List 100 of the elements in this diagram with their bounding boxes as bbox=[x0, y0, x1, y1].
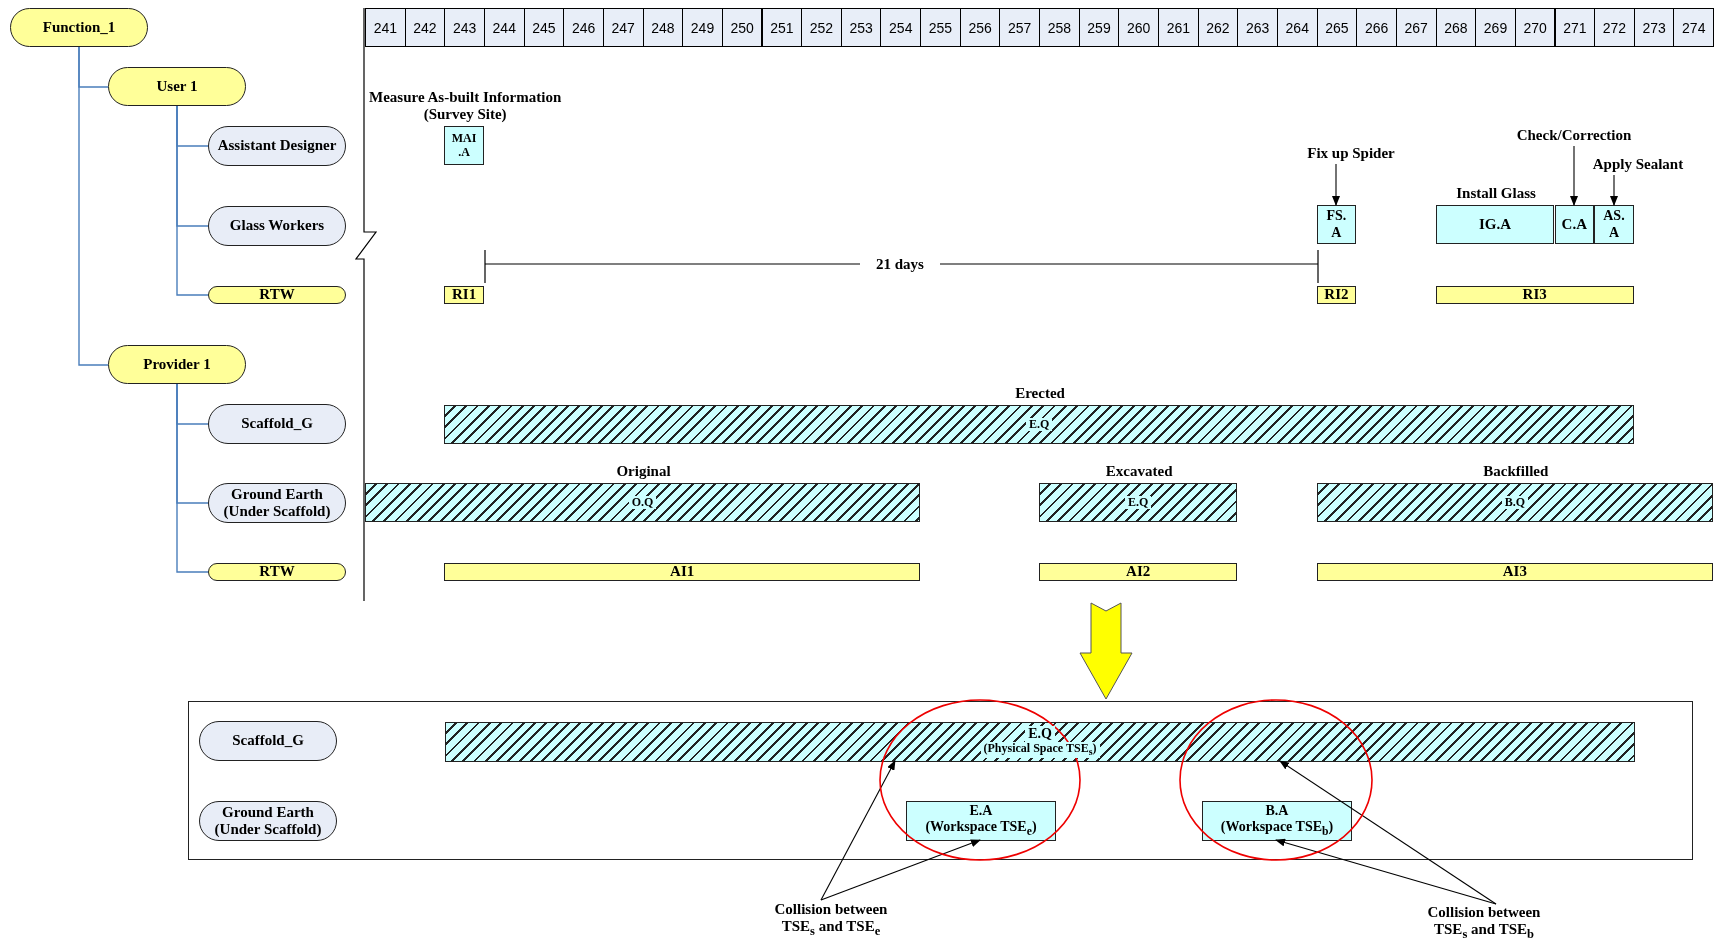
activity-heading: Install Glass bbox=[1455, 184, 1537, 202]
day-cell: 268 bbox=[1435, 8, 1477, 47]
milestone-bar bbox=[1316, 286, 1357, 304]
role-label: User 1 bbox=[156, 77, 198, 96]
activity-box bbox=[1316, 205, 1357, 244]
day-cell: 274 bbox=[1673, 8, 1715, 47]
role-label: Scaffold_G bbox=[241, 415, 313, 433]
activity-heading: Measure As-built Information (Survey Site) bbox=[368, 88, 563, 123]
milestone-bar bbox=[444, 286, 484, 304]
activity-heading: Original bbox=[615, 462, 672, 480]
day-cell: 270 bbox=[1514, 8, 1556, 47]
bar-label: (Workspace TSE$_{e}$) bbox=[925, 819, 1037, 839]
day-cell: 272 bbox=[1594, 8, 1635, 47]
activity-box bbox=[1554, 205, 1595, 244]
day-cell: 263 bbox=[1237, 8, 1278, 47]
milestone-bar bbox=[1039, 563, 1238, 581]
day-cell: 271 bbox=[1554, 8, 1596, 47]
activity-heading: Excavated bbox=[1104, 462, 1174, 480]
activity-box bbox=[1202, 801, 1352, 841]
arrow bbox=[1275, 838, 1497, 905]
day-cell: 253 bbox=[840, 8, 882, 47]
bar-label: C.A bbox=[1561, 215, 1588, 234]
bar-label: E.Q bbox=[1025, 417, 1053, 432]
hatched-state-bar bbox=[445, 722, 1635, 762]
bar-label: AS. A bbox=[1602, 208, 1626, 241]
day-cell: 260 bbox=[1118, 8, 1159, 47]
day-cell: 252 bbox=[801, 8, 842, 47]
role-label: Ground Earth (Under Scaffold) bbox=[222, 485, 332, 521]
bar-label: IG.A bbox=[1478, 215, 1512, 234]
bar-label: O.Q bbox=[628, 495, 657, 510]
day-cell: 261 bbox=[1158, 8, 1199, 47]
day-cell: 266 bbox=[1356, 8, 1397, 47]
day-cell: 245 bbox=[523, 8, 565, 47]
role-label: Glass Workers bbox=[229, 217, 325, 235]
role-pill bbox=[208, 404, 346, 444]
activity-heading: Backfilled bbox=[1482, 462, 1550, 480]
day-cell: 246 bbox=[563, 8, 604, 47]
bar-label: FS. A bbox=[1325, 208, 1348, 241]
role-pill bbox=[199, 721, 337, 761]
role-label: Assistant Designer bbox=[217, 137, 337, 155]
day-cell: 241 bbox=[365, 8, 406, 47]
role-pill bbox=[208, 286, 346, 304]
bar-label: AI1 bbox=[670, 563, 695, 581]
role-label: Ground Earth (Under Scaffold) bbox=[213, 803, 323, 839]
role-pill bbox=[208, 483, 346, 523]
connector-line bbox=[176, 383, 209, 573]
day-cell: 264 bbox=[1276, 8, 1318, 47]
activity-heading: Erected bbox=[1014, 384, 1066, 402]
role-pill bbox=[208, 126, 346, 166]
role-pill bbox=[108, 67, 246, 106]
day-cell: 248 bbox=[642, 8, 684, 47]
day-cell: 269 bbox=[1475, 8, 1516, 47]
connector-line bbox=[176, 105, 209, 296]
bar-label: (Physical Space TSE$_{s}$) bbox=[980, 742, 1100, 758]
bar-label: (Workspace TSE$_{b}$) bbox=[1220, 819, 1334, 839]
arrow bbox=[820, 760, 896, 901]
role-label: RTW bbox=[259, 286, 295, 304]
day-cell: 244 bbox=[483, 8, 525, 47]
annotation-label: Collision between TSE$_{s}$ and TSE$_{e}$ bbox=[773, 901, 889, 939]
arrow bbox=[1610, 174, 1618, 206]
bar-label: AI2 bbox=[1126, 563, 1151, 581]
day-cell: 243 bbox=[444, 8, 485, 47]
day-cell: 257 bbox=[999, 8, 1041, 47]
detail-panel bbox=[188, 701, 1693, 860]
arrow bbox=[1332, 163, 1340, 206]
role-label: RTW bbox=[259, 563, 295, 581]
day-cell: 254 bbox=[880, 8, 922, 47]
activity-box bbox=[1594, 205, 1634, 244]
annotation-label: Fix up Spider bbox=[1307, 145, 1395, 163]
role-pill bbox=[199, 801, 337, 841]
bar-label: B.Q bbox=[1501, 495, 1528, 510]
annotation-label: Apply Sealant bbox=[1592, 156, 1684, 174]
day-cell: 242 bbox=[404, 8, 446, 47]
day-cell: 249 bbox=[682, 8, 723, 47]
role-pill bbox=[208, 563, 346, 581]
role-label: Provider 1 bbox=[143, 355, 211, 374]
bar-label: RI2 bbox=[1324, 286, 1349, 304]
day-cell: 256 bbox=[959, 8, 1001, 47]
bar-label: E.Q bbox=[1025, 726, 1055, 743]
milestone-bar bbox=[444, 563, 921, 581]
block-arrow bbox=[1079, 602, 1133, 700]
bar-label: AI3 bbox=[1502, 563, 1527, 581]
day-cell: 255 bbox=[920, 8, 961, 47]
milestone-bar bbox=[1316, 563, 1714, 581]
role-pill bbox=[208, 206, 346, 246]
arrow bbox=[1570, 145, 1578, 206]
bar-label: RI3 bbox=[1522, 286, 1547, 304]
role-pill bbox=[108, 345, 246, 384]
bar-label: B.A bbox=[1265, 803, 1289, 820]
day-cell: 262 bbox=[1197, 8, 1239, 47]
bar-label: E.Q bbox=[1125, 495, 1152, 510]
bar-label: MAI .A bbox=[450, 131, 478, 160]
bar-label: RI1 bbox=[452, 286, 477, 304]
day-cell: 265 bbox=[1316, 8, 1358, 47]
role-label: Scaffold_G bbox=[232, 732, 304, 750]
connector-line bbox=[78, 46, 109, 366]
bar-label: E.A bbox=[969, 803, 993, 820]
role-pill bbox=[10, 8, 148, 47]
activity-box bbox=[906, 801, 1056, 841]
day-cell: 250 bbox=[721, 8, 763, 47]
